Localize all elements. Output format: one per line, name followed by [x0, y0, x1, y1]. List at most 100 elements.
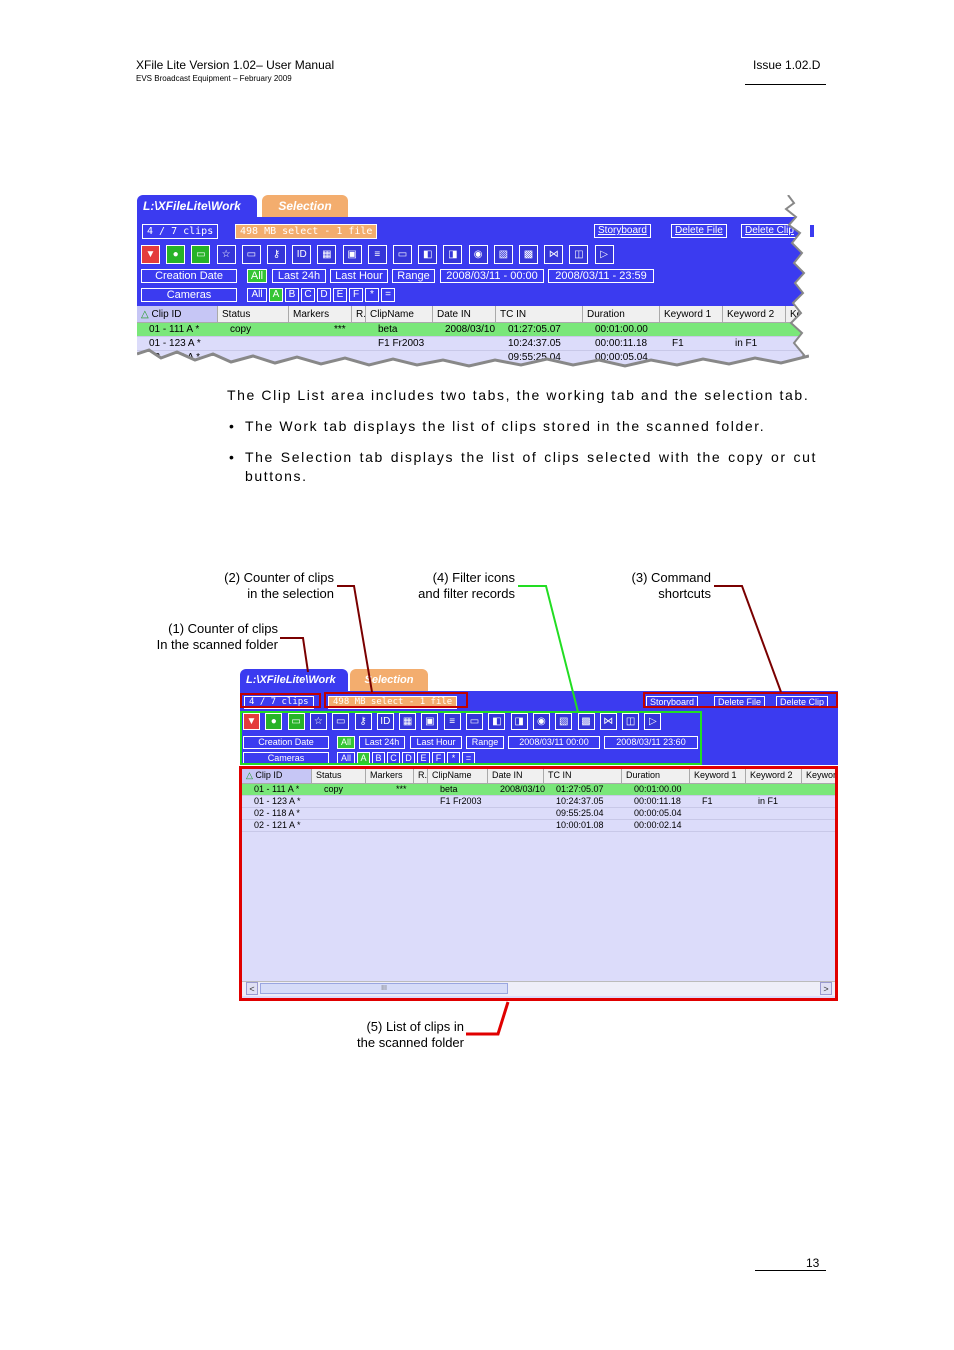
- camera-icon[interactable]: ▭: [287, 713, 305, 730]
- column-header-kw2[interactable]: Keyword 2: [723, 306, 786, 323]
- list-icon[interactable]: ≡: [443, 713, 461, 730]
- camera-button-equal[interactable]: =: [381, 288, 395, 302]
- camera-button-all[interactable]: All: [247, 288, 267, 302]
- column-header-date-in[interactable]: Date IN: [488, 767, 544, 784]
- id-icon[interactable]: ID: [292, 245, 312, 264]
- camera-button-b[interactable]: B: [285, 288, 299, 302]
- mark-in-icon[interactable]: ⋈: [544, 245, 564, 264]
- grid-icon[interactable]: ▦: [399, 713, 417, 730]
- key-icon[interactable]: ⚷: [354, 713, 372, 730]
- tag-icon[interactable]: ▭: [241, 245, 261, 264]
- column-header-status[interactable]: Status: [218, 306, 289, 323]
- column-header-markers[interactable]: Markers: [366, 767, 414, 784]
- list-icon[interactable]: ≡: [367, 245, 387, 264]
- play-icon[interactable]: ▷: [644, 713, 662, 730]
- tab-selection[interactable]: Selection: [262, 195, 348, 217]
- in-icon[interactable]: ◧: [418, 245, 438, 264]
- play-icon[interactable]: ▷: [594, 245, 614, 264]
- creation-date-filter[interactable]: Creation Date: [243, 736, 329, 749]
- target-icon[interactable]: ◉: [468, 245, 488, 264]
- tab-work[interactable]: L:\XFileLite\Work: [137, 195, 257, 218]
- split-icon[interactable]: ▧: [493, 245, 513, 264]
- scroll-thumb[interactable]: III: [260, 983, 508, 994]
- target-icon[interactable]: ◉: [532, 713, 550, 730]
- camera-button-d[interactable]: D: [317, 288, 331, 302]
- globe-icon[interactable]: ●: [166, 245, 186, 264]
- tape-icon[interactable]: ▭: [393, 245, 412, 264]
- column-header-r[interactable]: R.: [414, 767, 428, 784]
- range-button[interactable]: Range: [392, 269, 435, 283]
- filter-icon[interactable]: ▼: [243, 713, 260, 730]
- out-icon[interactable]: ◨: [443, 245, 463, 264]
- column-header-status[interactable]: Status: [312, 767, 366, 784]
- column-header-tc-in[interactable]: TC IN: [496, 306, 583, 323]
- cameras-filter[interactable]: Cameras: [141, 288, 237, 302]
- creation-date-filter[interactable]: Creation Date: [141, 269, 237, 283]
- scroll-left-button[interactable]: <: [246, 982, 258, 995]
- range-button[interactable]: Range: [466, 736, 504, 749]
- frame-icon[interactable]: ▣: [421, 713, 439, 730]
- camera-button-all[interactable]: All: [337, 752, 355, 765]
- column-header-markers[interactable]: Markers: [289, 306, 352, 323]
- last-24h-button[interactable]: Last 24h: [272, 269, 326, 283]
- camera-button-c[interactable]: C: [301, 288, 315, 302]
- storyboard-button[interactable]: Storyboard: [594, 224, 651, 238]
- globe-icon[interactable]: ●: [265, 713, 283, 730]
- date-from-field[interactable]: 2008/03/11 - 00:00: [440, 269, 544, 283]
- key-icon[interactable]: ⚷: [267, 245, 286, 264]
- column-header-duration[interactable]: Duration: [622, 767, 690, 784]
- date-all-button[interactable]: All: [337, 736, 355, 749]
- column-header-clipname[interactable]: ClipName: [366, 306, 433, 323]
- column-header-clipname[interactable]: ClipName: [428, 767, 488, 784]
- column-header-kw1[interactable]: Keyword 1: [690, 767, 746, 784]
- column-header-clip-id[interactable]: △ Clip ID: [242, 767, 312, 784]
- mark-in-icon[interactable]: ⋈: [599, 713, 617, 730]
- mark-out-icon[interactable]: ◫: [569, 245, 589, 264]
- camera-button-a[interactable]: A: [269, 288, 283, 302]
- camera-button-c[interactable]: C: [387, 752, 400, 765]
- tab-work[interactable]: L:\XFileLite\Work: [240, 669, 348, 691]
- camera-button-e[interactable]: E: [333, 288, 347, 302]
- last-24h-button[interactable]: Last 24h: [359, 736, 405, 749]
- tape-icon[interactable]: ▭: [466, 713, 483, 730]
- column-header-date-in[interactable]: Date IN: [433, 306, 496, 323]
- date-all-button[interactable]: All: [247, 269, 267, 283]
- camera-button-star[interactable]: *: [365, 288, 379, 302]
- camera-button-f[interactable]: F: [349, 288, 363, 302]
- camera-icon[interactable]: ▭: [191, 245, 211, 264]
- id-icon[interactable]: ID: [376, 713, 394, 730]
- camera-button-d[interactable]: D: [402, 752, 415, 765]
- last-hour-button[interactable]: Last Hour: [330, 269, 388, 283]
- tag-icon[interactable]: ▭: [332, 713, 350, 730]
- column-header-clip-id[interactable]: △ Clip ID: [137, 306, 218, 323]
- column-header-tc-in[interactable]: TC IN: [544, 767, 622, 784]
- filter-icon[interactable]: ▼: [141, 245, 160, 264]
- mark-out-icon[interactable]: ◫: [622, 713, 640, 730]
- column-header-kw1[interactable]: Keyword 1: [660, 306, 723, 323]
- delete-file-button[interactable]: Delete File: [671, 224, 727, 238]
- split-icon[interactable]: ▧: [555, 713, 573, 730]
- date-to-field[interactable]: 2008/03/11 - 23:59: [548, 269, 654, 283]
- column-header-duration[interactable]: Duration: [583, 306, 660, 323]
- star-icon[interactable]: ☆: [309, 713, 327, 730]
- date-to-field[interactable]: 2008/03/11 23:60: [604, 736, 698, 749]
- last-hour-button[interactable]: Last Hour: [410, 736, 462, 749]
- out-icon[interactable]: ◨: [510, 713, 528, 730]
- date-from-field[interactable]: 2008/03/11 00:00: [508, 736, 600, 749]
- horizontal-scrollbar[interactable]: < III >: [242, 981, 836, 996]
- expand-icon[interactable]: ▩: [577, 713, 595, 730]
- grid-icon[interactable]: ▦: [317, 245, 337, 264]
- column-header-kw2[interactable]: Keyword 2: [746, 767, 802, 784]
- scroll-right-button[interactable]: >: [820, 982, 832, 995]
- star-icon[interactable]: ☆: [216, 245, 236, 264]
- in-icon[interactable]: ◧: [488, 713, 506, 730]
- frame-icon[interactable]: ▣: [342, 245, 362, 264]
- column-header-r[interactable]: R.: [352, 306, 366, 323]
- expand-icon[interactable]: ▩: [519, 245, 538, 264]
